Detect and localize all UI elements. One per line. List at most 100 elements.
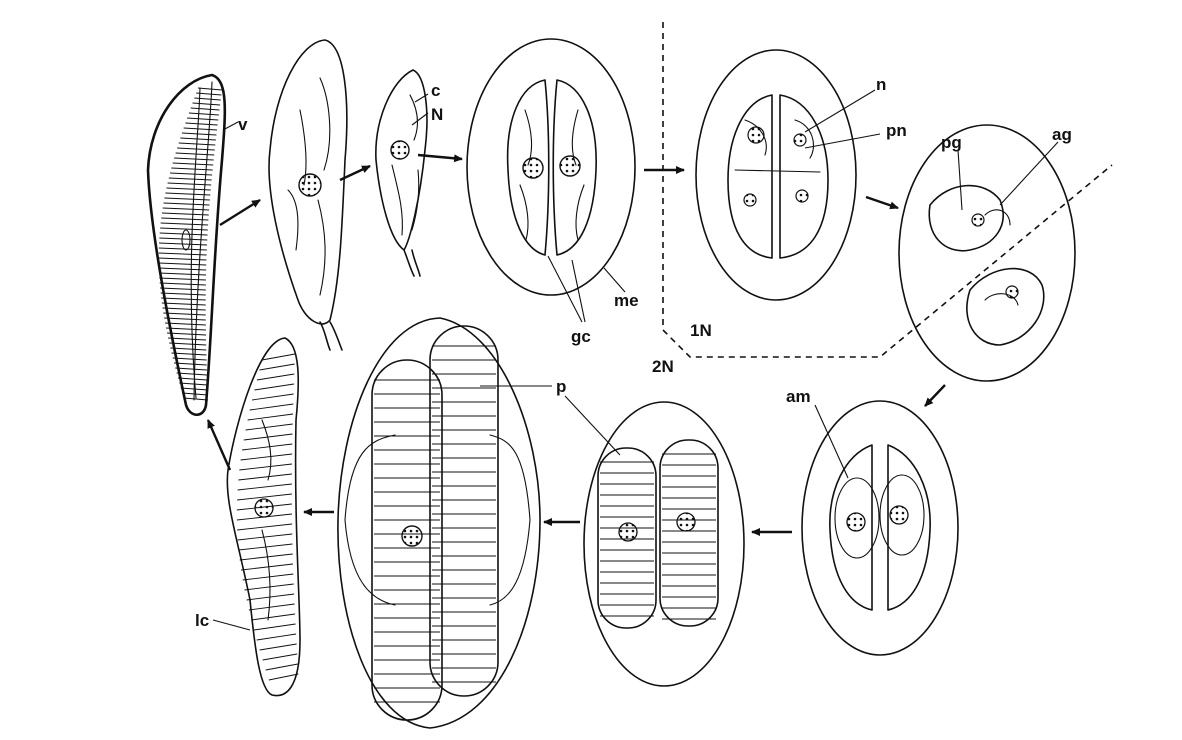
hatch-line [245,423,293,431]
hatch-line [192,102,221,106]
hatch-line [163,312,206,316]
hatch-line [238,473,292,481]
label-lc: lc [195,611,209,630]
hatch-line [172,162,214,166]
hatch-line [160,287,206,291]
label-N: N [431,105,443,124]
hatch-line [158,267,207,271]
early-auxospore-envelope [583,401,745,687]
hatch-line [160,227,208,231]
hatch-line [160,292,206,296]
hatch-line [180,137,216,141]
hatch-line [159,277,206,281]
label-ag: ag [1052,125,1072,144]
hatch-line [196,92,222,96]
hatch-line [251,393,294,401]
gamete-envelope [898,124,1076,382]
arrow-2 [339,164,371,182]
hatch-line [176,372,208,376]
hatch-line [159,232,208,236]
hatch-line [242,573,294,581]
hatch-line [187,117,219,121]
hatch-line [175,152,215,156]
flow-arrows [206,153,946,536]
hatch-line [248,603,295,611]
initial-cell [226,337,301,697]
hatch-line [251,613,296,621]
label-am: am [786,387,811,406]
label-pg: pg [941,133,962,152]
label-1N: 1N [690,321,712,340]
hatch-line [237,523,293,531]
hatch-line [259,643,297,651]
hatch-line [162,307,206,311]
hatch-line [173,362,207,366]
hatch-line [180,387,208,391]
hatch-line [247,413,294,421]
hatch-line [167,182,212,186]
hatch-line [178,142,216,146]
label-gc: gc [571,327,591,346]
hatch-line [242,443,293,451]
hatch-line [240,453,293,461]
hatch-line [254,383,295,391]
arrow-1 [219,198,261,227]
hatch-line [161,212,209,216]
hatch-line [237,493,292,501]
hatch-line [160,222,209,226]
hatch-line [188,112,219,116]
hatch-line [268,673,299,681]
arrow-10 [206,419,232,471]
hatch-line [164,197,210,201]
hatch-line [175,367,207,371]
hatch-line [159,242,208,246]
hatch-line [256,373,295,381]
hatch-line [190,107,220,111]
hatch-line [168,177,212,181]
arrow-6 [924,384,946,407]
hatch-line [241,563,294,571]
vegetative-cell [146,73,227,417]
hatch-line [174,157,214,161]
hatch-line [166,332,207,336]
hatch-line [239,553,293,561]
hatch-line [158,247,207,251]
label-v: v [238,115,248,134]
hatch-line [169,172,213,176]
gametangia-pair-envelope [466,38,636,296]
large-auxospore-envelope [337,317,541,729]
hatch-line [161,297,206,301]
hatch-line [164,317,206,321]
label-n: n [876,75,886,94]
hatch-line [194,97,221,101]
labels: v c N gc me n pn pg ag 1N 2N am p lc [195,75,1072,630]
hatch-line [253,623,296,631]
hatch-line [161,217,209,221]
hatch-line [239,463,293,471]
meiotic-cell [375,69,428,277]
hatch-line [265,663,298,671]
hatch-line [163,202,210,206]
hatch-line [158,257,207,261]
arrow-3 [417,153,463,163]
hatch-line [262,653,298,661]
hatch-line [168,337,207,341]
hatch-line [170,347,207,351]
hatch-line [259,363,295,371]
leader-lines [212,89,1059,631]
hatch-line [159,282,206,286]
hatch-line [183,127,218,131]
hatch-line [249,403,294,411]
hatch-line [261,353,296,361]
hatch-line [237,483,292,491]
hatch-line [169,342,207,346]
hatch-line [158,252,207,256]
label-c: c [431,81,440,100]
hatch-line [237,533,293,541]
hatch-line [177,147,215,151]
hatch-line [197,87,223,91]
hatch-line [166,187,211,191]
hatch-line [165,327,206,331]
